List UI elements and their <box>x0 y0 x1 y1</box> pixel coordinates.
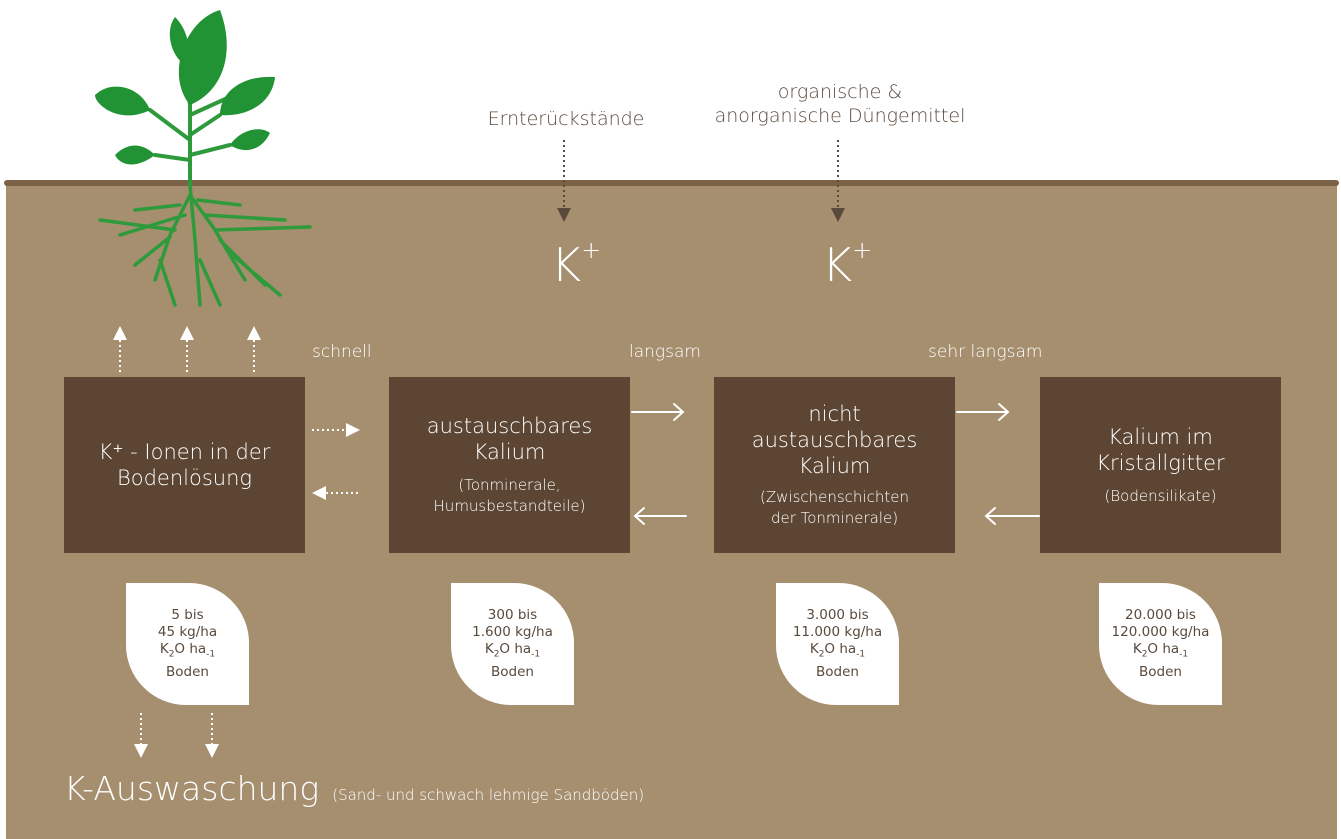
leaf-3-line2: 11.000 kg/ha <box>792 624 883 641</box>
leaf-4-line1: 20.000 bis <box>1125 607 1196 624</box>
box-exchangeable-title-1: austauschbares <box>426 414 593 438</box>
speed-fast-label: schnell <box>312 342 372 362</box>
speed-slow-label: langsam <box>629 342 701 362</box>
box-exchangeable-sub: (Tonminerale, Humusbestandteile) <box>434 475 586 517</box>
soil-surface-line <box>4 180 1339 186</box>
k-ion-residues: K+ <box>551 236 602 292</box>
amount-leaf-non-exchangeable: 3.000 bis 11.000 kg/ha K2O ha-1 Boden <box>776 583 899 705</box>
leaf-3-unit: K2O ha-1 <box>809 641 866 660</box>
input-arrow-residues <box>557 140 571 222</box>
leaf-4-soil: Boden <box>1139 663 1182 680</box>
box-exchangeable-sub-2: Humusbestandteile) <box>433 497 586 515</box>
plant-icon <box>95 10 312 307</box>
box-non-exchangeable-potassium: nicht austauschbares Kalium (Zwischensch… <box>714 377 955 553</box>
input-arrow-fertilizer <box>831 140 845 222</box>
leaching-title: K-Auswaschung <box>64 769 320 808</box>
box-nonexch-title-3: Kalium <box>798 454 871 478</box>
box-nonexch-title-2: austauschbares <box>751 428 918 452</box>
exchange-arrows-slow <box>631 403 687 525</box>
leaf-2-soil: Boden <box>491 663 534 680</box>
amount-leaf-exchangeable: 300 bis 1.600 kg/ha K2O ha-1 Boden <box>451 583 574 705</box>
box-exchangeable-potassium: austauschbares Kalium (Tonminerale, Humu… <box>389 377 630 553</box>
leaching-arrows <box>134 713 219 758</box>
box-crystal-title-2: Kristallgitter <box>1096 450 1225 475</box>
leaching-note: (Sand- und schwach lehmige Sandböden) <box>332 786 645 804</box>
leaf-3-soil: Boden <box>816 663 859 680</box>
crop-residues-label: Ernterückstände <box>487 108 645 130</box>
leaf-1-unit: K2O ha-1 <box>159 641 216 660</box>
box-crystal-lattice-potassium: Kalium im Kristallgitter (Bodensilikate) <box>1040 377 1281 553</box>
exchange-arrows-very-slow <box>956 403 1040 525</box>
amount-leaf-soil-solution: 5 bis 45 kg/ha K2O ha-1 Boden <box>126 583 249 705</box>
leaf-2-line1: 300 bis <box>487 607 538 624</box>
box-nonexch-sub-1: (Zwischenschichten <box>760 488 909 506</box>
box-exchangeable-sub-1: (Tonminerale, <box>458 476 561 494</box>
leaf-4-unit: K2O ha-1 <box>1132 641 1189 660</box>
fertilizer-label: organische & anorganische Düngemittel <box>690 80 990 128</box>
leaf-2-line2: 1.600 kg/ha <box>472 624 553 641</box>
box-nonexch-sub-2: der Tonminerale) <box>770 509 899 527</box>
fertilizer-label-line2: anorganische Düngemittel <box>714 105 966 127</box>
amount-leaf-crystal-lattice: 20.000 bis 120.000 kg/ha K2O ha-1 Boden <box>1099 583 1222 705</box>
exchange-arrows-fast <box>312 423 360 500</box>
leaf-4-line2: 120.000 kg/ha <box>1111 624 1210 641</box>
box-nonexch-sub: (Zwischenschichten der Tonminerale) <box>760 487 909 529</box>
box-exchangeable-title-2: Kalium <box>473 440 546 464</box>
box-soil-solution-title-1: K⁺ - Ionen in der <box>98 440 271 464</box>
box-crystal-title-1: Kalium im <box>1108 424 1213 449</box>
box-crystal-sub: (Bodensilikate) <box>1104 486 1217 505</box>
box-nonexch-title-1: nicht <box>808 402 861 426</box>
leaf-1-soil: Boden <box>166 663 209 680</box>
plant-uptake-arrows <box>113 326 261 372</box>
box-soil-solution-title-2: Bodenlösung <box>116 466 252 490</box>
leaf-2-unit: K2O ha-1 <box>484 641 541 660</box>
leaf-1-line2: 45 kg/ha <box>157 624 218 641</box>
fertilizer-label-line1: organische & <box>777 81 903 103</box>
box-soil-solution: K⁺ - Ionen in der Bodenlösung <box>64 377 305 553</box>
leaching-label: K-Auswaschung (Sand- und schwach lehmige… <box>64 769 644 808</box>
leaf-3-line1: 3.000 bis <box>806 607 869 624</box>
speed-very-slow-label: sehr langsam <box>928 342 1043 362</box>
leaf-1-line1: 5 bis <box>171 607 204 624</box>
k-ion-fertilizer: K+ <box>822 236 873 292</box>
